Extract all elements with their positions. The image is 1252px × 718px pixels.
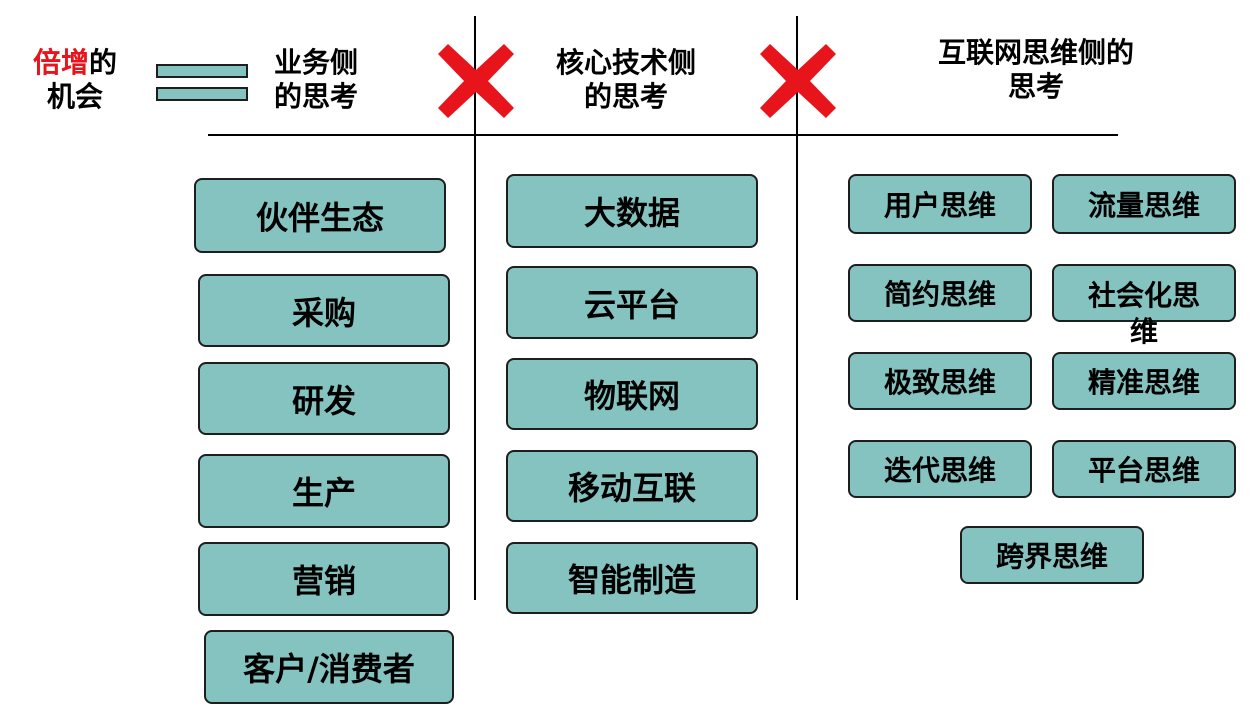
tech-item-smart-manufacturing: 智能制造 (506, 542, 758, 614)
cross-icon (438, 44, 514, 118)
business-side-line1: 业务侧 (273, 46, 358, 79)
tech-side-line1: 核心技术侧 (555, 46, 696, 79)
internet-item-platform-thinking: 平台思维 (1052, 440, 1236, 498)
internet-side-line1: 互联网思维侧的 (937, 36, 1134, 69)
opportunity-suffix: 的 (89, 46, 118, 79)
business-item-production: 生产 (198, 454, 450, 528)
tech-side-line2: 的思考 (583, 80, 668, 113)
internet-item-crossover-thinking: 跨界思维 (960, 526, 1144, 584)
tech-item-mobile-internet: 移动互联 (506, 450, 758, 522)
internet-item-social-thinking: 社会化思维 (1052, 264, 1236, 348)
business-item-rnd: 研发 (198, 362, 450, 435)
internet-item-simplicity-thinking: 简约思维 (848, 264, 1032, 322)
column-divider-1 (474, 16, 476, 600)
opportunity-highlight: 倍增 (32, 46, 89, 79)
tech-item-big-data: 大数据 (506, 174, 758, 248)
internet-item-extreme-thinking: 极致思维 (848, 352, 1032, 410)
opportunity-label: 倍增的 机会 (20, 46, 130, 114)
cross-icon (760, 44, 836, 118)
internet-item-user-thinking: 用户思维 (848, 174, 1032, 234)
internet-side-header: 互联网思维侧的 思考 (906, 36, 1166, 104)
tech-side-header: 核心技术侧 的思考 (536, 46, 716, 114)
internet-side-line2: 思考 (1007, 70, 1064, 103)
opportunity-line2: 机会 (46, 80, 103, 113)
header-divider (208, 134, 1118, 136)
business-item-procurement: 采购 (198, 274, 450, 347)
business-item-marketing: 营销 (198, 542, 450, 616)
business-item-partner-ecosystem: 伙伴生态 (194, 178, 446, 253)
internet-item-iteration-thinking: 迭代思维 (848, 440, 1032, 498)
internet-item-traffic-thinking: 流量思维 (1052, 174, 1236, 234)
internet-item-precision-thinking: 精准思维 (1052, 352, 1236, 410)
tech-item-cloud-platform: 云平台 (506, 266, 758, 339)
business-side-line2: 的思考 (273, 80, 358, 113)
column-divider-2 (796, 16, 798, 600)
business-item-customer: 客户/消费者 (204, 630, 454, 704)
tech-item-iot: 物联网 (506, 358, 758, 430)
business-side-header: 业务侧 的思考 (256, 46, 376, 114)
